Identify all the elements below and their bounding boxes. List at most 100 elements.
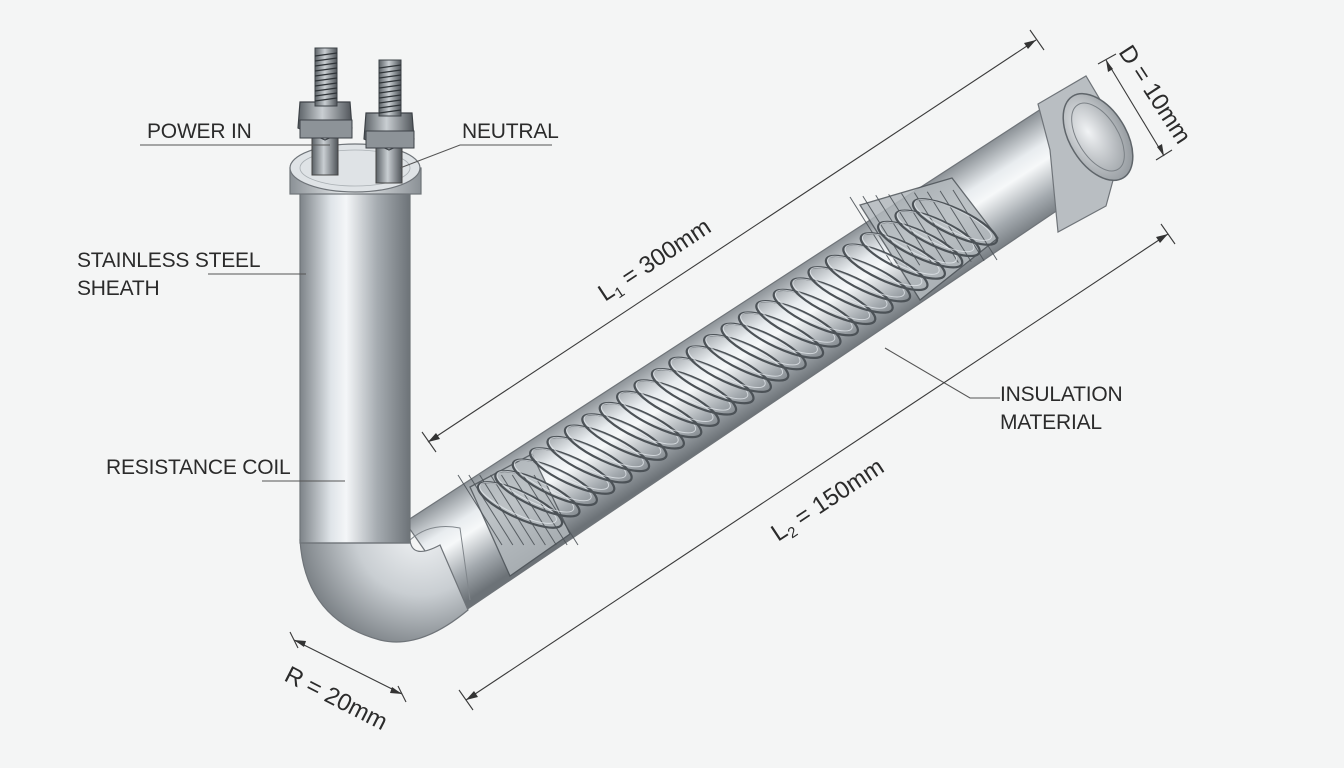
bolt-thread: [378, 69, 402, 74]
bolt-thread: [314, 97, 338, 102]
coil-winding-highlight: [496, 470, 575, 513]
resistance-coil: [476, 198, 999, 529]
bolt-thread: [378, 79, 402, 84]
bolt-thread: [314, 82, 338, 87]
insulation-label-line2: MATERIAL: [1000, 411, 1102, 434]
sleeve-rib: [849, 196, 895, 268]
coil-winding-highlight: [757, 301, 836, 343]
coil-winding-highlight: [844, 244, 923, 287]
bolt-thread: [314, 62, 338, 67]
coil-winding-highlight: [914, 199, 992, 241]
bolt-thread: [378, 94, 402, 99]
coil-winding: [772, 288, 859, 337]
coil-winding-highlight: [809, 267, 888, 309]
coil-winding-highlight: [583, 414, 662, 456]
tube-end-cap: [1037, 75, 1134, 233]
coil-winding-highlight: [774, 289, 853, 332]
radius-label: R = 20mm: [280, 661, 391, 736]
coil-winding-highlight: [479, 482, 557, 524]
bolt-thread: [314, 87, 338, 92]
coil-winding: [737, 311, 825, 360]
coil-winding-highlight: [618, 391, 697, 434]
coil-winding-highlight: [600, 402, 679, 445]
dimension-radius: R = 20mm: [280, 631, 407, 736]
coil-winding: [720, 322, 807, 371]
sleeve-rib: [511, 474, 557, 546]
label-insulation: INSULATION MATERIAL: [884, 347, 1123, 434]
coil-winding-highlight: [653, 368, 731, 411]
coil-winding-highlight: [896, 210, 975, 253]
sheath-label-line2: SHEATH: [77, 277, 159, 300]
coil-winding: [755, 300, 842, 348]
label-sheath: STAINLESS STEEL SHEATH: [77, 249, 306, 300]
coil-winding: [476, 481, 564, 529]
coil-winding: [807, 266, 894, 314]
coil-winding-highlight: [670, 357, 749, 400]
resistance-coil-label: RESISTANCE COIL: [106, 456, 290, 479]
stainless-steel-sheath: [289, 143, 422, 544]
bolt-thread: [378, 74, 402, 79]
insulation-label-line1: INSULATION: [1000, 383, 1122, 406]
coil-winding: [894, 209, 981, 258]
coil-winding: [859, 232, 946, 280]
sleeve-rib: [875, 194, 921, 266]
coil-winding-highlight: [861, 233, 940, 275]
coil-winding: [842, 243, 929, 292]
sleeve-rib: [457, 474, 503, 546]
coil-winding-highlight: [827, 255, 905, 298]
coil-winding-highlight: [635, 380, 714, 422]
sleeve-rib: [939, 190, 985, 262]
bolt-thread: [378, 104, 402, 109]
sleeve-rib: [901, 193, 946, 264]
coil-winding: [598, 401, 685, 450]
coil-winding: [790, 277, 877, 326]
sleeve-rib: [490, 474, 535, 546]
coil-winding-highlight: [792, 278, 871, 321]
coil-winding-highlight: [566, 425, 644, 468]
coil-winding-highlight: [705, 335, 784, 377]
bolt-thread: [314, 92, 338, 97]
coil-winding-highlight: [687, 346, 766, 388]
l1-value: = 300mm: [612, 213, 716, 295]
bolt-thread: [314, 72, 338, 77]
bolt-thread: [378, 89, 402, 94]
l2-label: L2 = 150mm: [766, 453, 890, 549]
coil-winding: [703, 334, 790, 382]
bolt-thread: [314, 77, 338, 82]
sheath-label-line1: STAINLESS STEEL: [77, 249, 260, 272]
coil-winding-highlight: [879, 221, 958, 264]
coil-winding-highlight: [548, 436, 627, 479]
label-resistance-coil: RESISTANCE COIL: [106, 456, 345, 482]
sleeve-rib: [468, 474, 514, 546]
bolt-thread: [314, 57, 338, 62]
sleeve-rib: [952, 189, 998, 261]
power-in-terminal: [297, 47, 353, 176]
bolt-thread: [314, 52, 338, 57]
coil-winding: [911, 198, 999, 246]
coil-winding: [529, 447, 616, 495]
sleeve-rib: [926, 191, 972, 263]
coil-winding: [650, 367, 738, 416]
coil-winding-highlight: [722, 323, 801, 366]
coil-winding: [685, 345, 772, 393]
coil-winding: [563, 424, 651, 473]
coil-winding-highlight: [513, 459, 592, 502]
coil-winding: [494, 469, 581, 518]
bolt-thread: [314, 67, 338, 72]
l1-label: L1 = 300mm: [593, 213, 717, 309]
bolt-thread: [378, 99, 402, 104]
coil-winding: [616, 390, 703, 439]
label-power-in: POWER IN: [140, 120, 330, 146]
bolt-thread: [378, 64, 402, 69]
coil-winding: [824, 254, 912, 303]
tube-bend: [299, 526, 471, 643]
coil-winding: [511, 458, 598, 507]
sleeve-rib: [862, 195, 908, 267]
l2-value: = 150mm: [785, 453, 889, 535]
bolt-thread: [378, 84, 402, 89]
coil-winding: [633, 379, 720, 427]
coil-winding-highlight: [531, 448, 610, 490]
coil-winding: [546, 435, 633, 484]
coil-winding: [581, 413, 668, 461]
